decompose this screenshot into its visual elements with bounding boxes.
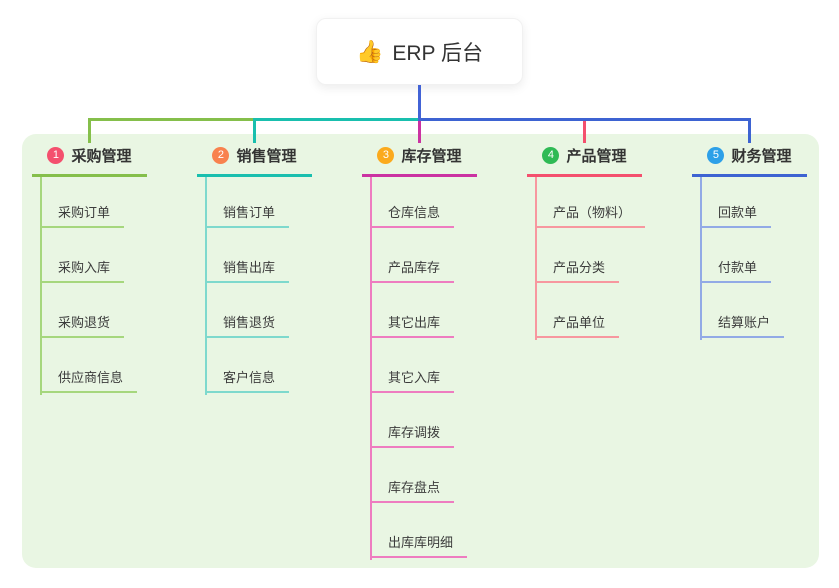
connector-root-vertical <box>418 85 421 121</box>
branch-header-5[interactable]: 5 财务管理 <box>692 143 807 177</box>
child-node[interactable]: 采购订单 <box>40 198 125 228</box>
connector-children-spine-3 <box>370 177 372 560</box>
branch-header-4[interactable]: 4 产品管理 <box>527 143 642 177</box>
branch-header-label: 库存管理 <box>401 147 462 165</box>
child-node[interactable]: 仓库信息 <box>370 198 455 228</box>
child-node[interactable]: 销售出库 <box>205 253 290 283</box>
branch-header-label: 销售管理 <box>236 147 297 165</box>
child-node[interactable]: 客户信息 <box>205 363 290 393</box>
child-node[interactable]: 产品分类 <box>535 253 620 283</box>
child-node[interactable]: 销售退货 <box>205 308 290 338</box>
connector-branch-4-vertical <box>583 120 586 143</box>
child-node[interactable]: 结算账户 <box>700 308 785 338</box>
child-node[interactable]: 出库库明细 <box>370 528 468 558</box>
connector-children-spine-2 <box>205 177 207 395</box>
child-node[interactable]: 付款单 <box>700 253 772 283</box>
child-node[interactable]: 产品单位 <box>535 308 620 338</box>
connector-children-spine-1 <box>40 177 42 395</box>
child-node[interactable]: 产品（物料） <box>535 198 646 228</box>
child-node[interactable]: 采购入库 <box>40 253 125 283</box>
child-node[interactable]: 回款单 <box>700 198 772 228</box>
branch-header-label: 采购管理 <box>71 147 132 165</box>
child-node[interactable]: 库存盘点 <box>370 473 455 503</box>
thumbs-up-icon: 👍 <box>355 38 384 64</box>
branch-header-2[interactable]: 2 销售管理 <box>197 143 312 177</box>
connector-children-spine-4 <box>535 177 537 340</box>
branch-badge-number: 3 <box>377 146 395 164</box>
connector-branch-1-vertical <box>88 120 91 143</box>
branch-header-label: 产品管理 <box>566 147 627 165</box>
branch-badge-number: 4 <box>542 146 560 164</box>
branch-header-3[interactable]: 3 库存管理 <box>362 143 477 177</box>
root-node-label: ERP 后台 <box>392 41 484 65</box>
branch-badge-number: 1 <box>47 146 65 164</box>
connector-children-spine-5 <box>700 177 702 340</box>
connector-bus-right-blue <box>418 118 751 121</box>
child-node[interactable]: 采购退货 <box>40 308 125 338</box>
branch-header-1[interactable]: 1 采购管理 <box>32 143 147 177</box>
connector-bus-left-teal <box>253 118 421 121</box>
child-node[interactable]: 其它出库 <box>370 308 455 338</box>
child-node[interactable]: 产品库存 <box>370 253 455 283</box>
branches-container <box>22 134 819 568</box>
connector-branch-5-vertical <box>748 120 751 143</box>
branch-badge-number: 5 <box>707 146 725 164</box>
branch-badge-number: 2 <box>212 146 230 164</box>
branch-header-label: 财务管理 <box>731 147 792 165</box>
connector-branch-3-vertical <box>418 120 421 143</box>
connector-branch-2-vertical <box>253 120 256 143</box>
child-node[interactable]: 销售订单 <box>205 198 290 228</box>
child-node[interactable]: 其它入库 <box>370 363 455 393</box>
child-node[interactable]: 供应商信息 <box>40 363 138 393</box>
child-node[interactable]: 库存调拨 <box>370 418 455 448</box>
root-node-erp[interactable]: 👍 ERP 后台 <box>316 18 523 85</box>
